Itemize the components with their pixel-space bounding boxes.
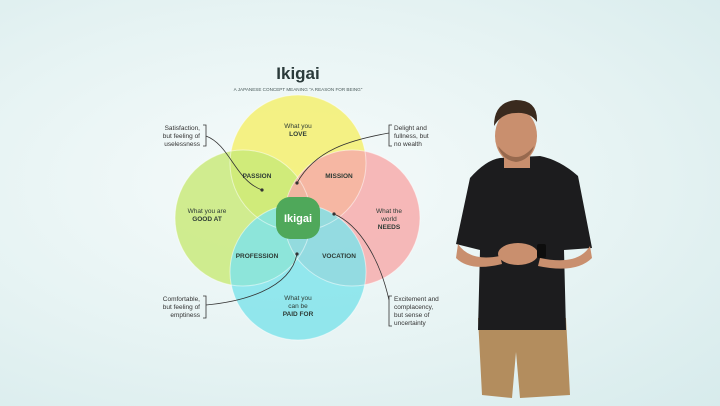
bracket-bottom-right xyxy=(388,295,392,327)
note-bottom-right-1: Excitement and xyxy=(394,296,439,303)
overlap-vocation: VOCATION xyxy=(322,253,356,260)
note-bottom-right-4: uncertainty xyxy=(394,320,427,327)
dot-bottom-right xyxy=(332,212,336,216)
connector-top-left xyxy=(205,135,263,191)
presenter-watch xyxy=(537,244,546,258)
presenter-shorts xyxy=(478,318,570,398)
needs-label-line1: What the xyxy=(376,208,402,215)
bracket-top-right xyxy=(388,124,392,147)
note-top-right-1: Delight and xyxy=(394,125,427,132)
note-top-right-3: no wealth xyxy=(394,141,422,148)
note-top-left-3: uselessness xyxy=(164,141,201,148)
needs-label-line3: NEEDS xyxy=(378,224,401,231)
note-bottom-right-3: but sense of xyxy=(394,312,430,319)
note-bottom-right-2: complacency, xyxy=(394,304,433,311)
good-at-label-line1: What you are xyxy=(188,208,227,215)
presenter-beard xyxy=(498,146,534,162)
note-top-left-1: Satisfaction, xyxy=(165,125,201,132)
note-top-left-2: but feeling of xyxy=(163,133,200,140)
presenter-left-forearm xyxy=(456,244,502,267)
overlap-profession: PROFESSION xyxy=(236,253,279,260)
overlap-passion: PASSION xyxy=(243,173,272,180)
center-ikigai-patch xyxy=(276,197,320,239)
needs-label-line2: world xyxy=(380,216,397,223)
dot-bottom-left xyxy=(295,252,299,256)
center-ikigai-label: Ikigai xyxy=(284,213,312,225)
circle-paid-for xyxy=(230,204,366,340)
good-at-label-line2: GOOD AT xyxy=(192,216,222,223)
note-bottom-left-1: Comfortable, xyxy=(163,296,200,303)
dot-top-right xyxy=(295,181,299,185)
presenter-hair xyxy=(494,100,538,126)
note-top-right-2: fullness, but xyxy=(394,133,429,140)
love-label-line2: LOVE xyxy=(289,131,307,138)
paid-for-label-line3: PAID FOR xyxy=(283,311,314,318)
paid-for-label-line2: can be xyxy=(288,303,308,310)
diagram-subtitle: A JAPANESE CONCEPT MEANING "A REASON FOR… xyxy=(234,87,363,92)
love-label-line1: What you xyxy=(284,123,312,130)
presenter xyxy=(456,100,592,398)
note-bottom-left-2: but feeling of xyxy=(163,304,200,311)
dot-top-left xyxy=(260,188,264,192)
bracket-top-left xyxy=(203,124,207,147)
presenter-right-forearm xyxy=(538,246,592,269)
presenter-shirt xyxy=(456,156,592,330)
connector-bottom-left xyxy=(205,253,298,306)
connector-top-right xyxy=(296,132,390,184)
presenter-hands xyxy=(498,243,538,265)
connector-bottom-right xyxy=(333,213,390,301)
note-bottom-left-3: emptiness xyxy=(170,312,200,319)
overlap-mission: MISSION xyxy=(325,173,353,180)
paid-for-label-line1: What you xyxy=(284,295,312,302)
bracket-bottom-left xyxy=(203,295,207,319)
presenter-head xyxy=(495,109,537,163)
diagram-title: Ikigai xyxy=(276,64,319,83)
